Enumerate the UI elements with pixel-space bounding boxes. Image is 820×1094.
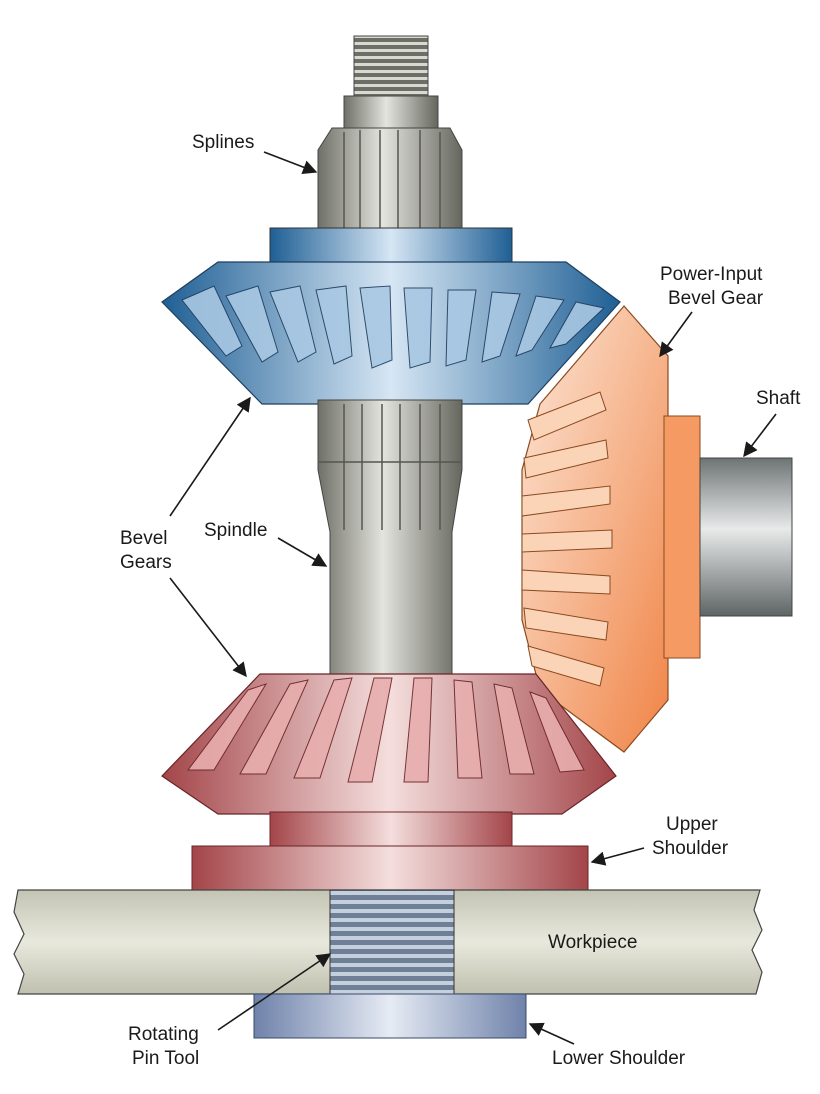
label-splines: Splines [192, 132, 254, 153]
spindle-splines [318, 404, 462, 530]
input-shaft [699, 457, 793, 617]
label-upper-shoulder-line1: Upper [666, 814, 718, 835]
label-upper-shoulder-line2: Shoulder [652, 838, 729, 859]
lower-bevel-gear-teeth [187, 677, 585, 783]
leader-lines [169, 151, 777, 1045]
label-rotating-pin-tool-line2: Pin Tool [132, 1048, 199, 1069]
power-input-gear-hub [663, 415, 701, 659]
label-spindle: Spindle [204, 520, 267, 541]
top-collar [343, 95, 439, 129]
rotating-pin-tool [329, 889, 455, 995]
upper-bevel-gear-teeth [181, 285, 606, 369]
label-lower-shoulder: Lower Shoulder [552, 1048, 686, 1069]
label-power-input-line2: Bevel Gear [668, 288, 764, 309]
power-input-gear-teeth [521, 391, 613, 687]
upper-gear-hub [269, 227, 513, 265]
label-bevel-gears-line2: Gears [120, 552, 172, 573]
lower-shoulder [253, 993, 527, 1039]
lower-gear-hub [269, 811, 513, 849]
upper-shoulder [191, 845, 589, 891]
spline-grooves [343, 130, 441, 230]
label-rotating-pin-tool-line1: Rotating [128, 1024, 199, 1045]
label-bevel-gears-line1: Bevel [120, 528, 168, 549]
top-thread-stud [353, 35, 429, 99]
label-workpiece: Workpiece [548, 932, 637, 953]
label-power-input-line1: Power-Input [660, 264, 763, 285]
label-shaft: Shaft [756, 388, 801, 409]
